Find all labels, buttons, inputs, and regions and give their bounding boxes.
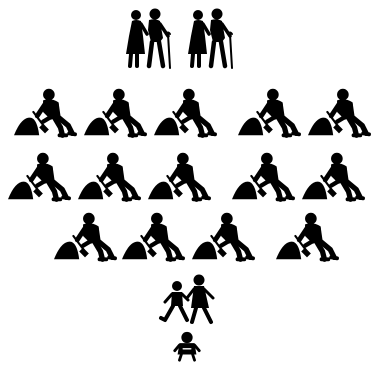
worker-digging-icon	[122, 210, 184, 262]
worker-digging-icon	[232, 150, 294, 202]
children-walking-icon	[156, 272, 218, 324]
worker-digging-icon	[8, 150, 70, 202]
elderly-couple-icon	[180, 8, 238, 68]
worker-digging-icon	[148, 150, 210, 202]
worker-digging-icon	[78, 150, 140, 202]
worker-digging-icon	[308, 86, 370, 138]
worker-digging-icon	[238, 86, 300, 138]
worker-digging-icon	[276, 210, 338, 262]
worker-digging-icon	[14, 86, 76, 138]
baby-icon	[174, 330, 200, 362]
worker-digging-icon	[154, 86, 216, 138]
worker-digging-icon	[84, 86, 146, 138]
worker-digging-icon	[302, 150, 364, 202]
worker-digging-icon	[192, 210, 254, 262]
elderly-couple-icon	[118, 8, 176, 68]
worker-digging-icon	[54, 210, 116, 262]
